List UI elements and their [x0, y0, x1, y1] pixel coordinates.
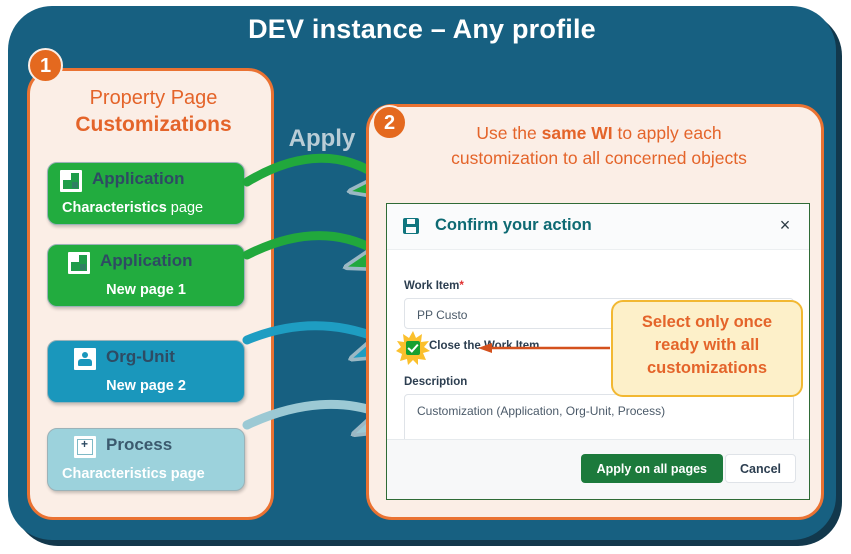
- card-subtitle-bold: New page 1: [106, 282, 186, 298]
- card-subtitle-bold: Characteristics page: [62, 466, 205, 482]
- dialog-footer: Apply on all pages Cancel: [387, 439, 809, 499]
- cancel-button[interactable]: Cancel: [725, 454, 796, 483]
- left-panel-heading-line1: Property Page: [89, 87, 218, 109]
- callout-box: Select only once ready with all customiz…: [611, 300, 803, 397]
- save-icon: [403, 218, 419, 234]
- card-title: Process: [106, 435, 173, 454]
- card-subtitle-light: page: [166, 200, 204, 216]
- work-item-label: Work Item*: [404, 280, 464, 292]
- card-header-row: Process: [48, 435, 244, 460]
- page-title: DEV instance – Any profile: [248, 14, 596, 44]
- card-application-characteristics[interactable]: Application Characteristics page: [47, 162, 245, 225]
- arrow-4: [242, 404, 380, 425]
- puzzle-icon: [68, 252, 90, 274]
- dialog-title: Confirm your action: [435, 216, 592, 234]
- left-panel-heading: Property Page Customizations: [30, 85, 277, 138]
- right-heading-line2: customization to all concerned objects: [451, 148, 747, 168]
- card-subtitle: New page 2: [48, 378, 244, 394]
- close-work-item-label: Close the Work Item: [429, 340, 540, 352]
- card-title: Org-Unit: [106, 347, 175, 366]
- step-badge-2: 2: [372, 105, 407, 140]
- card-application-new-page-1[interactable]: Application New page 1: [47, 244, 245, 307]
- card-subtitle: Characteristics page: [48, 466, 244, 482]
- card-header-row: Application: [48, 251, 244, 276]
- right-heading-c: to apply each: [612, 123, 722, 143]
- callout-line-1: Select only once: [641, 313, 773, 331]
- card-subtitle-bold: Characteristics: [62, 200, 167, 216]
- card-title: Application: [92, 169, 185, 188]
- process-icon: [74, 436, 96, 458]
- arrow-2: [242, 236, 375, 255]
- close-work-item-checkbox[interactable]: [406, 341, 420, 355]
- right-heading-a: Use the: [476, 123, 542, 143]
- left-panel-heading-line2: Customizations: [75, 113, 232, 136]
- arrow-1: [242, 158, 381, 182]
- close-icon[interactable]: ×: [779, 215, 791, 235]
- arrow-3: [242, 326, 378, 340]
- right-heading-b: same WI: [541, 123, 613, 143]
- description-label: Description: [404, 376, 468, 388]
- card-process-characteristics[interactable]: Process Characteristics page: [47, 428, 245, 491]
- card-subtitle: Characteristics page: [48, 200, 244, 216]
- card-header-row: Org-Unit: [48, 347, 244, 372]
- card-subtitle: New page 1: [48, 282, 244, 298]
- card-org-unit-new-page-2[interactable]: Org-Unit New page 2: [47, 340, 245, 403]
- callout-line-3: customizations: [646, 359, 768, 377]
- apply-label: Apply: [288, 125, 356, 152]
- callout-line-2: ready with all: [654, 336, 760, 354]
- org-unit-icon: [74, 348, 96, 370]
- puzzle-icon: [60, 170, 82, 192]
- card-title: Application: [100, 251, 193, 270]
- card-subtitle-bold: New page 2: [106, 378, 186, 394]
- apply-on-all-pages-button[interactable]: Apply on all pages: [580, 454, 723, 483]
- right-panel-heading: Use the same WI to apply each customizat…: [387, 121, 811, 171]
- step-badge-1: 1: [28, 48, 63, 83]
- description-input[interactable]: Customization (Application, Org-Unit, Pr…: [404, 394, 794, 446]
- required-marker: *: [459, 280, 464, 292]
- card-header-row: Application: [48, 169, 244, 194]
- dialog-header: Confirm your action ×: [387, 204, 809, 250]
- work-item-label-text: Work Item: [404, 280, 460, 292]
